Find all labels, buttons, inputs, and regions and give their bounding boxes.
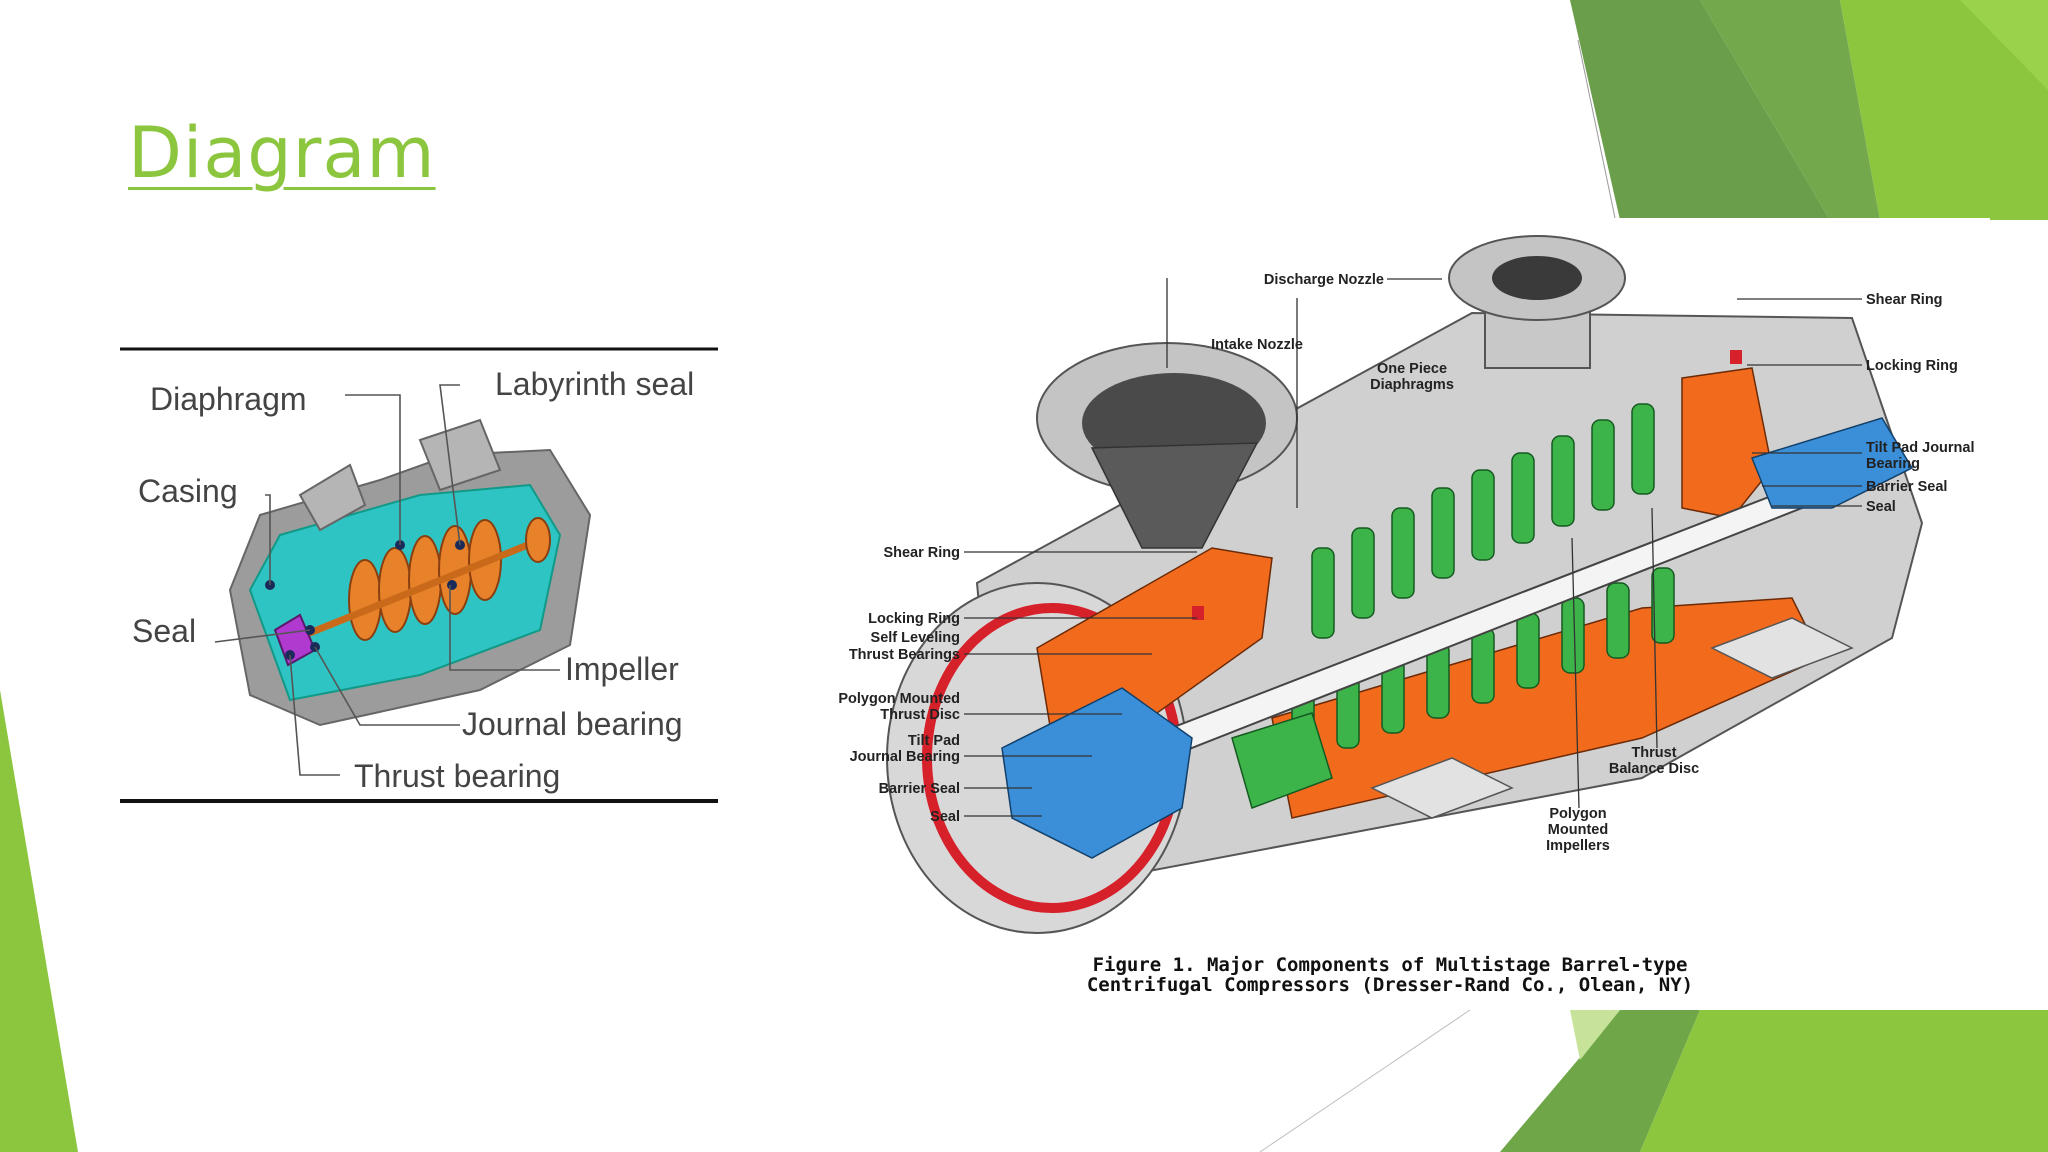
impellers-lower	[1291, 567, 1675, 764]
label-thrust-bearing: Thrust bearing	[354, 758, 560, 794]
orange-internals-right	[1681, 367, 1773, 519]
label-labyrinth-seal: Labyrinth seal	[495, 366, 694, 402]
label-one-piece-2: Diaphragms	[1370, 377, 1454, 393]
green-facet-bottom-3	[1990, 1010, 2048, 1152]
shaft	[278, 536, 542, 649]
green-lower-volute	[1231, 712, 1333, 809]
label-self-leveling-2: Thrust Bearings	[849, 647, 960, 663]
label-intake-nozzle: Intake Nozzle	[1211, 337, 1303, 353]
label-shear-ring-right: Shear Ring	[1866, 292, 1943, 308]
simple-diagram-svg: Diaphragm Labyrinth seal Casing Seal Imp…	[120, 347, 718, 803]
label-polygon-impellers-1: Polygon	[1549, 806, 1606, 822]
slide-title: Diagram	[128, 112, 436, 194]
blue-bearing-left	[1001, 687, 1193, 859]
green-facet-top-3	[1840, 0, 2048, 220]
green-facet-bottom-2	[1640, 1010, 1990, 1152]
green-facet-top-4	[1960, 0, 2048, 90]
diaphragms-upper	[1311, 403, 1655, 639]
label-seal-right: Seal	[1866, 499, 1896, 515]
label-thrust-balance-2: Balance Disc	[1609, 761, 1699, 777]
compressor-cutaway-detailed: Discharge Nozzle Shear Ring Locking Ring…	[792, 218, 1990, 1008]
label-tilt-pad-left-2: Journal Bearing	[850, 749, 960, 765]
label-seal-left: Seal	[930, 809, 960, 825]
label-tilt-pad-right-2: Bearing	[1866, 456, 1920, 472]
green-facet-top-1	[1570, 0, 1830, 220]
label-self-leveling-1: Self Leveling	[871, 630, 960, 646]
thin-line-bottom	[1259, 1009, 1471, 1152]
label-tilt-pad-left-1: Tilt Pad	[908, 733, 960, 749]
label-thrust-balance-1: Thrust	[1631, 745, 1676, 761]
callout-lines	[964, 278, 1862, 817]
label-locking-ring-left: Locking Ring	[868, 611, 960, 627]
caption-line-2: Centrifugal Compressors (Dresser-Rand Co…	[1087, 974, 1693, 996]
green-facet-top-2	[1700, 0, 1880, 220]
green-left-edge	[0, 690, 78, 1152]
caption-line-1: Figure 1. Major Components of Multistage…	[1093, 954, 1688, 976]
label-casing: Casing	[138, 473, 238, 509]
nozzle-left	[298, 463, 367, 532]
support-foot-front	[1370, 757, 1514, 819]
label-seal: Seal	[132, 613, 196, 649]
locking-ring-right-red	[1730, 350, 1742, 364]
intake-throat	[1090, 442, 1259, 549]
locking-ring-left-red	[1192, 606, 1204, 620]
detailed-diagram-svg: Discharge Nozzle Shear Ring Locking Ring…	[838, 235, 1975, 996]
label-discharge-nozzle: Discharge Nozzle	[1264, 272, 1384, 288]
label-journal-bearing: Journal bearing	[462, 706, 683, 742]
label-barrier-seal-left: Barrier Seal	[879, 781, 960, 797]
compressor-cutaway-simple: Diaphragm Labyrinth seal Casing Seal Imp…	[120, 345, 720, 805]
label-one-piece-1: One Piece	[1377, 361, 1447, 377]
label-polygon-impellers-2: Mounted	[1548, 822, 1608, 838]
label-polygon-disc-2: Thrust Disc	[880, 707, 960, 723]
support-foot-rear	[1710, 617, 1854, 679]
shaft-end-disc	[525, 517, 551, 563]
green-facet-bottom-4	[1570, 1010, 1620, 1060]
green-facet-bottom-1	[1500, 1010, 1700, 1152]
label-shear-ring-left: Shear Ring	[883, 545, 960, 561]
label-locking-ring-right: Locking Ring	[1866, 358, 1958, 374]
label-barrier-seal-right: Barrier Seal	[1866, 479, 1947, 495]
label-diaphragm: Diaphragm	[150, 381, 307, 417]
label-polygon-disc-1: Polygon Mounted	[838, 691, 960, 707]
label-polygon-impellers-3: Impellers	[1546, 838, 1610, 854]
nozzle-right	[418, 418, 502, 492]
label-tilt-pad-right-1: Tilt Pad Journal	[1866, 440, 1975, 456]
label-impeller: Impeller	[565, 651, 679, 687]
leader-lines	[214, 384, 560, 776]
discharge-opening	[1492, 256, 1582, 300]
thin-line-top	[1577, 39, 1616, 219]
